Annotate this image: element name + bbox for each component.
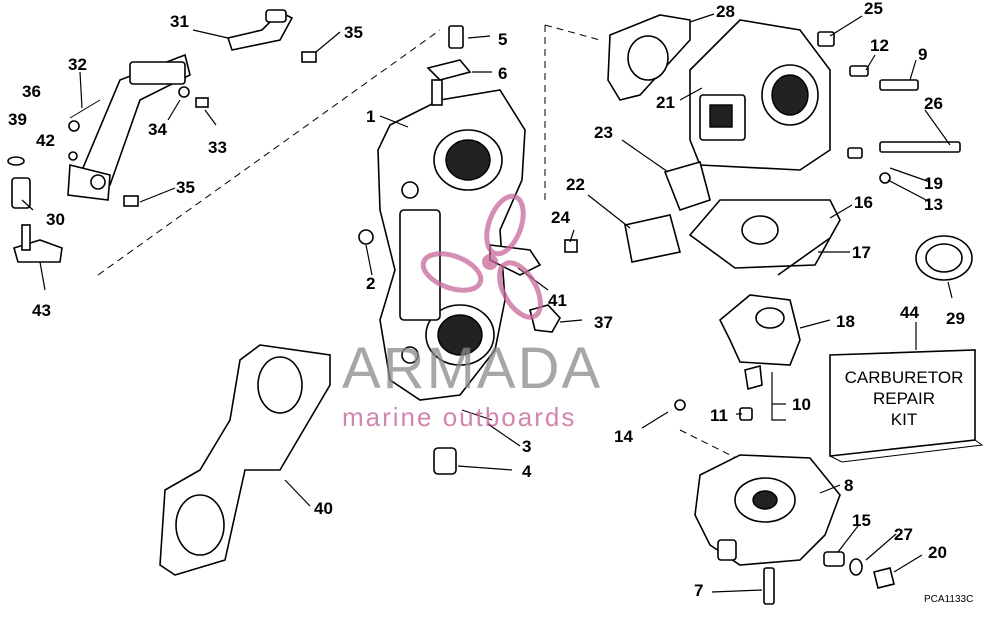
callout-16: 16 xyxy=(854,193,873,212)
float-18 xyxy=(719,294,801,366)
propeller-logo xyxy=(420,193,543,320)
callout-35-bottom: 35 xyxy=(176,178,195,197)
callout-26: 26 xyxy=(924,94,943,113)
callout-25: 25 xyxy=(864,0,883,18)
callout-18: 18 xyxy=(836,312,855,331)
float-bowl-8 xyxy=(694,454,841,566)
callout-24: 24 xyxy=(551,208,570,227)
callout-44: 44 xyxy=(900,303,919,322)
callout-4: 4 xyxy=(522,462,532,481)
callout-41: 41 xyxy=(548,291,567,310)
pin-17 xyxy=(777,237,831,276)
callout-1: 1 xyxy=(366,107,375,126)
callout-22: 22 xyxy=(566,175,585,194)
callout-43: 43 xyxy=(32,301,51,320)
callout-34: 34 xyxy=(148,120,167,139)
callout-17: 17 xyxy=(852,243,871,262)
upper-hardware xyxy=(817,31,961,184)
callout-20: 20 xyxy=(928,543,947,562)
gasket-29 xyxy=(915,235,973,281)
callout-35-top: 35 xyxy=(344,23,363,42)
callout-6: 6 xyxy=(498,64,507,83)
callout-10: 10 xyxy=(792,395,811,414)
callout-15: 15 xyxy=(852,511,871,530)
callout-13: 13 xyxy=(924,195,943,214)
plate-23 xyxy=(663,161,711,211)
callout-7: 7 xyxy=(694,581,703,600)
callout-39: 39 xyxy=(8,110,27,129)
callout-21: 21 xyxy=(656,93,675,112)
needle-valve-group xyxy=(674,364,763,421)
bowl-hardware xyxy=(763,551,895,605)
callout-2: 2 xyxy=(366,274,375,293)
callout-37: 37 xyxy=(594,313,613,332)
callout-9: 9 xyxy=(918,45,927,64)
flange-gasket xyxy=(159,344,331,576)
callout-33: 33 xyxy=(208,138,227,157)
callout-42: 42 xyxy=(36,131,55,150)
gasket-28 xyxy=(607,14,691,101)
callout-23: 23 xyxy=(594,123,613,142)
kit-label-line3: KIT xyxy=(891,410,917,429)
callout-30: 30 xyxy=(46,210,65,229)
kit-label-line2: REPAIR xyxy=(873,389,935,408)
upper-carb-body xyxy=(689,19,831,171)
callout-3: 3 xyxy=(522,437,531,456)
callout-40: 40 xyxy=(314,499,333,518)
callout-19: 19 xyxy=(924,174,943,193)
figure-code: PCA1133C xyxy=(924,594,973,605)
callout-31: 31 xyxy=(170,12,189,31)
watermark-brand: ARMADA xyxy=(342,336,602,401)
callout-12: 12 xyxy=(870,36,889,55)
small-hardware-left xyxy=(7,51,317,263)
callout-36: 36 xyxy=(22,82,41,101)
callout-29: 29 xyxy=(946,309,965,328)
callout-11: 11 xyxy=(710,406,728,425)
carburetor-body xyxy=(377,79,526,401)
callout-32: 32 xyxy=(68,55,87,74)
callout-labels: 31 35 32 36 39 42 34 33 35 30 43 1 2 5 6… xyxy=(8,0,965,600)
cover-plate-22 xyxy=(624,214,681,263)
callout-27: 27 xyxy=(894,525,913,544)
kit-label-line1: CARBURETOR xyxy=(845,368,964,387)
callout-14: 14 xyxy=(614,427,633,446)
repair-kit-box: CARBURETOR REPAIR KIT xyxy=(829,349,984,463)
callout-leaders xyxy=(21,13,953,593)
linkage-bracket-31 xyxy=(226,9,294,51)
callout-8: 8 xyxy=(844,476,853,495)
callout-28: 28 xyxy=(716,2,735,21)
watermark: ARMADA marine outboards xyxy=(342,193,602,432)
throttle-lever-assembly xyxy=(67,53,191,201)
watermark-tagline: marine outboards xyxy=(342,402,576,432)
float-bowl-gasket-16 xyxy=(688,199,841,269)
callout-5: 5 xyxy=(498,30,507,49)
